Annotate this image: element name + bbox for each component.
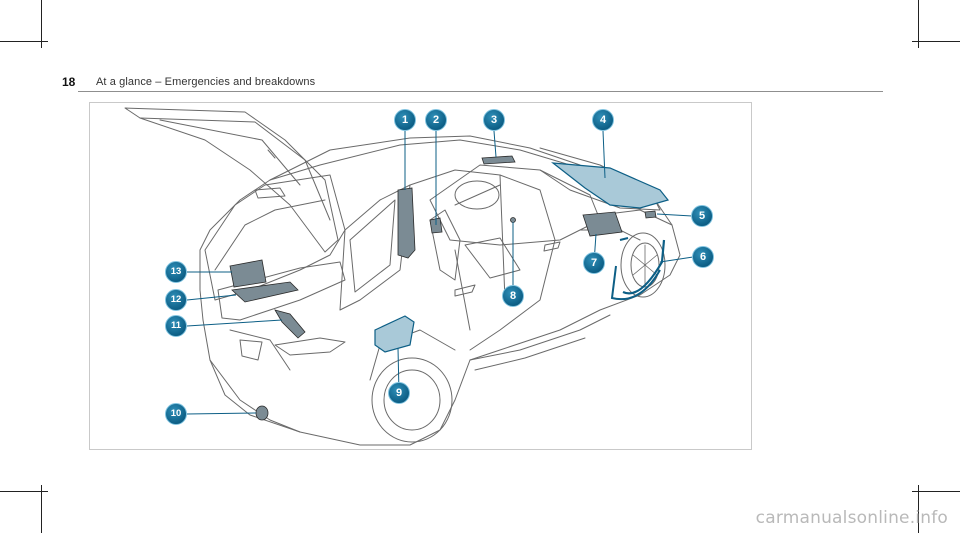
page-header-title: At a glance – Emergencies and breakdowns bbox=[96, 76, 316, 88]
crop-mark-bottom-left-h bbox=[0, 491, 48, 492]
crop-mark-bottom-right-h bbox=[912, 491, 960, 492]
callout-9: 9 bbox=[388, 382, 410, 404]
callout-13: 13 bbox=[165, 261, 187, 283]
callout-5: 5 bbox=[691, 205, 713, 227]
callout-10: 10 bbox=[165, 403, 187, 425]
header-rule bbox=[78, 91, 883, 92]
crop-mark-top-left-h bbox=[0, 41, 48, 42]
crop-mark-bottom-left-v bbox=[41, 485, 42, 533]
callout-8: 8 bbox=[502, 285, 524, 307]
callout-7: 7 bbox=[583, 252, 605, 274]
crop-mark-top-right-h bbox=[912, 41, 960, 42]
callout-11: 11 bbox=[165, 315, 187, 337]
callout-1: 1 bbox=[394, 109, 416, 131]
crop-mark-bottom-right-v bbox=[918, 485, 919, 533]
watermark-text: carmanualsonline.info bbox=[755, 508, 948, 528]
callout-3: 3 bbox=[483, 109, 505, 131]
callout-12: 12 bbox=[165, 289, 187, 311]
callout-4: 4 bbox=[592, 109, 614, 131]
page-number: 18 bbox=[62, 75, 76, 89]
vehicle-illustration-frame bbox=[89, 102, 752, 450]
callout-2: 2 bbox=[425, 109, 447, 131]
crop-mark-top-left-v bbox=[41, 0, 42, 48]
callout-6: 6 bbox=[692, 246, 714, 268]
crop-mark-top-right-v bbox=[918, 0, 919, 48]
